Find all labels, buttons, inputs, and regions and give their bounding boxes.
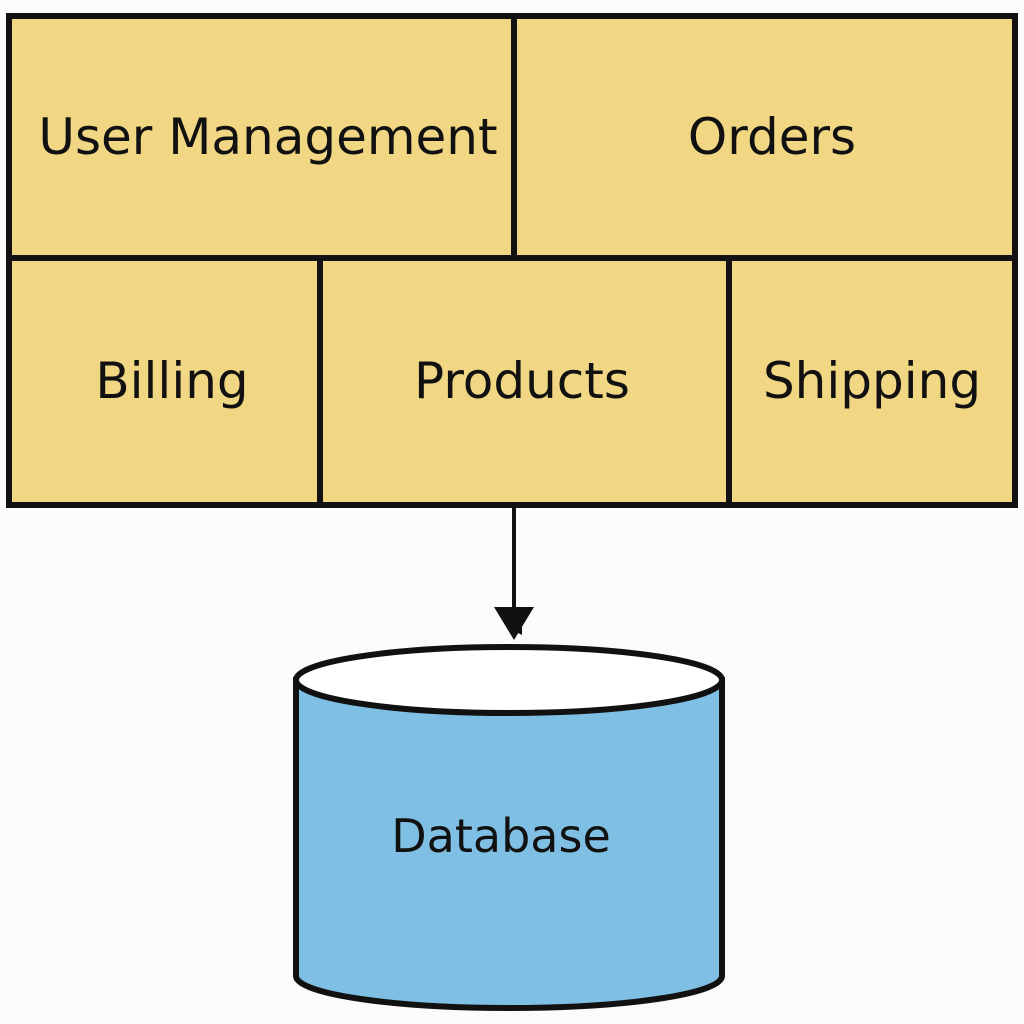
database-body [293, 677, 725, 1011]
module-shipping: Shipping [763, 352, 981, 410]
module-grid: User Management Orders Billing Products … [6, 13, 1018, 508]
arrow-head-icon [494, 607, 534, 640]
database-top [293, 644, 725, 716]
module-orders: Orders [688, 108, 856, 166]
module-products: Products [414, 352, 630, 410]
database-label: Database [391, 809, 611, 863]
module-user-management: User Management [38, 108, 497, 166]
database-cylinder: Database [293, 644, 725, 1011]
module-billing: Billing [95, 352, 248, 410]
